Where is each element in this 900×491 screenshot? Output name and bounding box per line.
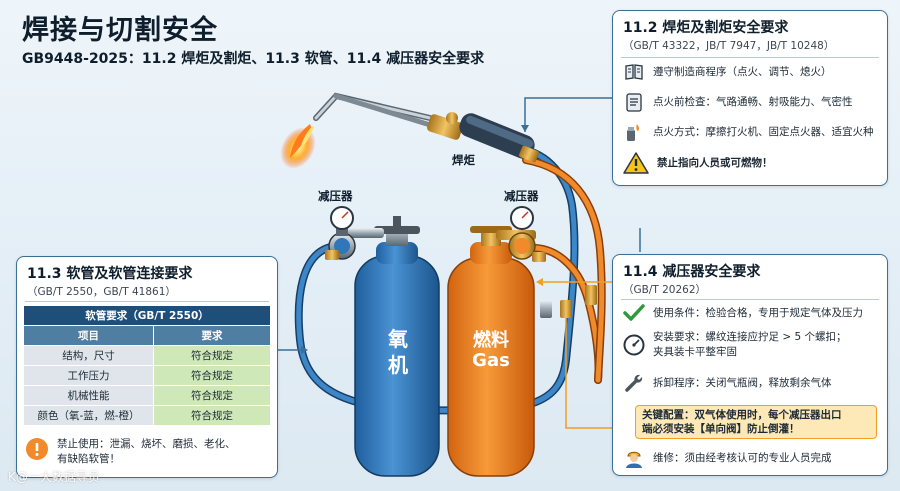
hose-requirements-panel: 11.3 软管及软管连接要求 （GB/T 2550，GB/T 41861） 软管… — [16, 256, 278, 478]
table-row: 机械性能符合规定 — [23, 385, 271, 406]
regulator-item-maintenance: 维修：须由经考核认可的专业人员完成 — [623, 447, 832, 469]
wrench-icon — [623, 372, 645, 394]
table-row: 结构，尺寸符合规定 — [23, 345, 271, 366]
page-subtitle: GB9448-2025：11.2 焊炬及割炬、11.3 软管、11.4 减压器安… — [22, 51, 485, 67]
torch-label: 焊炬 — [452, 153, 475, 167]
torch-item-warning: 禁止指向人员或可燃物！ — [623, 151, 773, 175]
key-configuration-callout: 关键配置：双气体使用时，每个减压器出口 端必须安装【单向阀】防止倒灌！ — [635, 405, 877, 439]
hose-requirements-table: 软管要求（GB/T 2550） 项目 要求 结构，尺寸符合规定 工作压力符合规定… — [23, 305, 271, 426]
torch-item-pre-ignition-check: 点火前检查：气路通畅、射吸能力、气密性 — [623, 91, 853, 113]
checkmark-icon — [623, 302, 645, 324]
exclamation-warning-icon — [25, 437, 49, 461]
pressure-gauge-icon — [623, 334, 645, 356]
hose-panel-standards: （GB/T 2550，GB/T 41861） — [27, 286, 176, 298]
key-configuration-line1: 双气体使用时，每个减压器出口 — [694, 409, 842, 421]
regulator-item-removal: 拆卸程序：关闭气瓶阀，释放剩余气体 — [623, 372, 832, 394]
table-col-item: 项目 — [23, 325, 154, 346]
hose-prohibited-warning: 禁止使用：泄漏、烧坏、磨损、老化、 有缺陷软管！ — [25, 437, 236, 467]
page-title: 焊接与切割安全 — [22, 15, 218, 46]
oxygen-cylinder — [354, 216, 440, 477]
hose-panel-title: 11.3 软管及软管连接要求 — [27, 266, 193, 282]
torch-item-manufacturer-procedure: 遵守制造商程序（点火、调节、熄火） — [623, 61, 832, 83]
hose-warning-line2: 有缺陷软管！ — [57, 453, 120, 465]
checklist-icon — [623, 91, 645, 113]
fuel-cylinder-label-2: Gas — [472, 350, 510, 371]
manual-book-icon — [623, 61, 645, 83]
warning-icon — [623, 151, 649, 175]
regulator-requirements-panel: 11.4 减压器安全要求 （GB/T 20262） 使用条件：检验合格，专用于规… — [612, 254, 888, 476]
torch-item-ignition-method: 点火方式：摩擦打火机、固定点火器、适宜火种 — [623, 121, 874, 143]
table-title: 软管要求（GB/T 2550） — [23, 305, 271, 326]
regulator-right-label: 减压器 — [504, 189, 539, 203]
fuel-cylinder-label-1: 燃料 — [473, 330, 509, 351]
oxygen-cylinder-label: 氧 机 — [388, 327, 408, 377]
watermark-logo: K@一大数据导员 — [8, 470, 100, 484]
key-configuration-label: 关键配置： — [642, 409, 695, 421]
key-configuration-line2: 端必须安装【单向阀】防止倒灌！ — [642, 423, 800, 435]
regulator-left-label: 减压器 — [318, 189, 353, 203]
torch-panel-standards: （GB/T 43322，JB/T 7947，JB/T 10248） — [623, 40, 835, 52]
oxygen-regulator — [325, 206, 384, 260]
table-col-requirement: 要求 — [153, 325, 271, 346]
lighter-icon — [623, 121, 645, 143]
torch-requirements-panel: 11.2 焊炬及割炬安全要求 （GB/T 43322，JB/T 7947，JB/… — [612, 10, 888, 186]
hose-warning-line1: 禁止使用：泄漏、烧坏、磨损、老化、 — [57, 438, 236, 450]
regulator-item-installation: 安装要求：螺纹连接应拧足 > 5 个螺扣； 夹具装卡平整牢固 — [623, 330, 847, 360]
regulator-panel-standards: （GB/T 20262） — [623, 284, 707, 296]
worker-icon — [623, 447, 645, 469]
regulator-panel-title: 11.4 减压器安全要求 — [623, 264, 761, 280]
hose-fittings — [540, 285, 597, 318]
table-row: 工作压力符合规定 — [23, 365, 271, 386]
torch-flame — [280, 124, 316, 169]
regulator-item-conditions: 使用条件：检验合格，专用于规定气体及压力 — [623, 302, 863, 324]
welding-torch — [313, 92, 539, 163]
table-row: 颜色（氧-蓝，燃-橙）符合规定 — [23, 405, 271, 426]
torch-panel-title: 11.2 焊炬及割炬安全要求 — [623, 20, 789, 36]
callout-arrows — [275, 97, 641, 432]
fuel-regulator — [496, 206, 546, 262]
